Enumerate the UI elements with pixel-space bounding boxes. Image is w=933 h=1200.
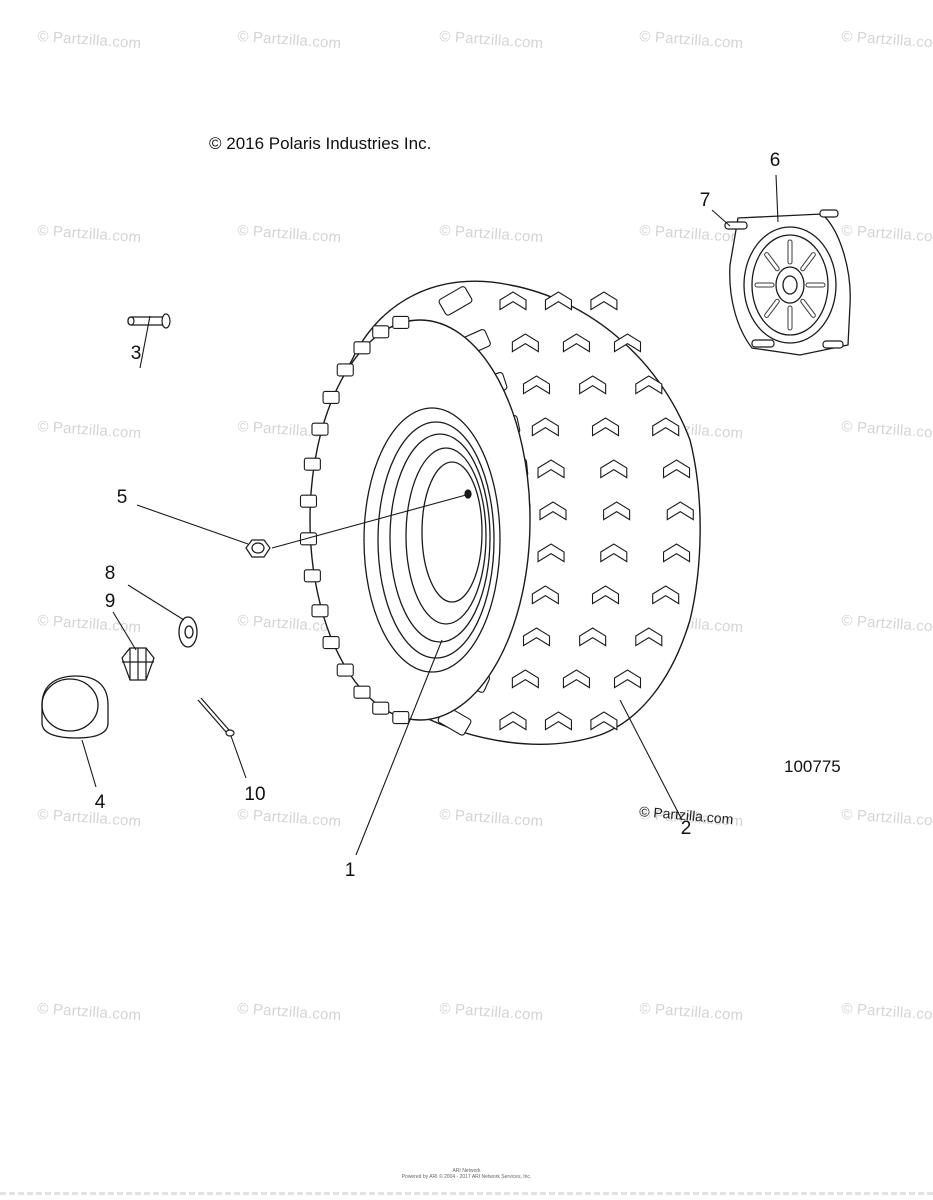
castle-nut[interactable] — [121, 647, 155, 681]
sidewall-lug — [392, 710, 410, 725]
tread-lug — [544, 291, 573, 311]
tread-lug — [511, 333, 539, 353]
tread-lug — [613, 333, 642, 353]
hub-cap[interactable] — [41, 675, 109, 739]
tread-lug — [652, 417, 680, 437]
footer-line-2: Powered by ARI © 2004 - 2017 ARI Network… — [401, 1174, 532, 1180]
bottom-rule — [0, 1192, 933, 1195]
callout-7[interactable]: 7 — [699, 190, 711, 211]
tread-lug — [591, 417, 620, 437]
tread-lug — [600, 459, 628, 479]
hub-slot — [765, 299, 779, 317]
tread-lug — [537, 543, 565, 563]
sidewall-lug — [299, 532, 318, 546]
callout-9[interactable]: 9 — [104, 591, 116, 612]
hub-slot — [765, 253, 779, 271]
hub-slots — [754, 239, 826, 331]
shoulder-block — [438, 286, 473, 316]
hub[interactable] — [729, 213, 851, 356]
hub-slot — [801, 299, 815, 317]
tread-lug — [511, 669, 539, 689]
footer-line-1: ARI Network — [452, 1168, 481, 1174]
cotter-pin[interactable] — [197, 697, 235, 737]
tread-lug — [499, 711, 527, 731]
sidewall-lug — [372, 701, 390, 715]
tread-lug — [590, 291, 618, 311]
tread-lug — [522, 627, 551, 647]
callout-3[interactable]: 3 — [130, 343, 142, 364]
wheel-stud[interactable] — [724, 209, 844, 349]
tread-lug — [635, 627, 663, 647]
tread-lug — [579, 627, 607, 647]
sidewall-lug — [303, 569, 321, 583]
tire[interactable] — [299, 280, 701, 745]
tread-lug — [635, 375, 663, 395]
sidewall-lug — [299, 494, 318, 508]
tread-lug — [613, 669, 642, 689]
sidewall-lug — [336, 363, 354, 377]
callout-6[interactable]: 6 — [769, 150, 781, 171]
tread-lug — [579, 375, 607, 395]
sidewall-lug — [336, 663, 354, 677]
rim[interactable] — [363, 407, 501, 673]
sidewall-lug — [392, 315, 410, 330]
tread-lug — [591, 585, 620, 605]
washer[interactable] — [178, 616, 198, 648]
callout-1[interactable]: 1 — [344, 860, 356, 881]
tread-lug — [499, 291, 527, 311]
callout-4[interactable]: 4 — [94, 792, 106, 813]
tread-lug — [531, 417, 559, 437]
sidewall-lug — [353, 685, 371, 699]
tread-lug — [537, 459, 565, 479]
sidewall-lug — [311, 604, 329, 618]
copyright-notice: © 2016 Polaris Industries Inc. — [209, 134, 432, 153]
callout-5[interactable]: 5 — [116, 487, 128, 508]
figure-number: 100775 — [784, 757, 841, 776]
tread-lug — [539, 501, 567, 521]
tread-lug — [666, 501, 694, 521]
footer-credit: ARI Network Powered by ARI © 2004 - 2017… — [0, 1168, 933, 1180]
tread-lug — [662, 543, 691, 563]
tread-lug — [662, 459, 691, 479]
valve-stem[interactable] — [127, 313, 171, 329]
sidewall-lug — [303, 457, 321, 471]
sidewall-lug — [311, 422, 329, 436]
sidewall-lug — [353, 341, 371, 355]
sidewall-lug — [372, 325, 390, 339]
tread-lug — [600, 543, 628, 563]
sidewall-lug — [322, 636, 340, 650]
sidewall-lugs — [299, 315, 410, 725]
tread-lug — [531, 585, 559, 605]
lug-nut[interactable] — [245, 539, 271, 558]
tread-lug — [652, 585, 680, 605]
hub-slot — [801, 253, 815, 271]
callout-2[interactable]: 2 — [680, 818, 692, 839]
tread-lug — [590, 711, 618, 731]
tread-lug — [562, 333, 590, 353]
tread-lug — [562, 669, 590, 689]
sidewall-lug — [322, 390, 340, 404]
tread-lug — [544, 711, 573, 731]
callout-10[interactable]: 10 — [244, 784, 266, 805]
tread-lug — [603, 501, 631, 521]
leader-lines — [81, 174, 779, 856]
tread-lug — [522, 375, 551, 395]
callout-8[interactable]: 8 — [104, 563, 116, 584]
